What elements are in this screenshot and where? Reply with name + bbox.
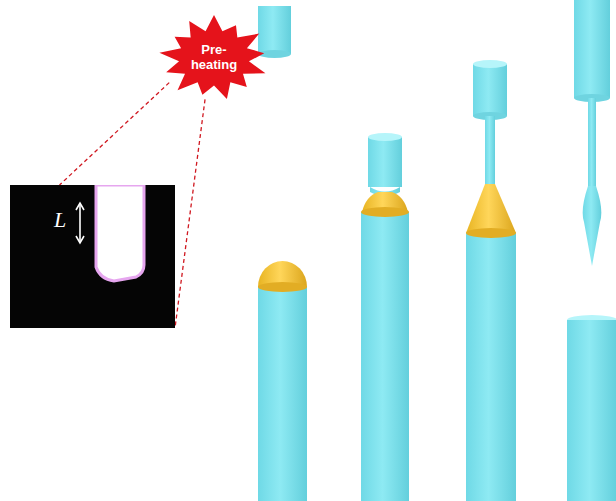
length-arrowheads <box>76 203 84 243</box>
upper-fiber <box>574 0 610 98</box>
fiber-top <box>368 133 402 141</box>
fiber-column-2 <box>361 133 409 501</box>
upper-fiber <box>473 64 507 116</box>
length-arrow <box>79 205 81 241</box>
bridge-base <box>361 207 409 217</box>
glowing-fiber <box>96 185 144 281</box>
length-symbol: L <box>54 207 66 232</box>
lower-fiber <box>361 212 409 501</box>
camera-inset: L <box>10 185 175 328</box>
sparks <box>120 187 139 192</box>
upper-fiber <box>368 137 402 187</box>
droplet-base <box>258 282 307 292</box>
lower-fiber <box>258 287 307 501</box>
starburst-fill <box>159 15 265 99</box>
photo-content <box>10 185 175 328</box>
drawn-fiber <box>588 98 596 188</box>
fiber-column-1 <box>258 6 307 501</box>
cone-base <box>466 228 516 238</box>
fiber-top <box>473 60 507 68</box>
fiber-column-3 <box>466 60 516 501</box>
upper-fiber <box>258 6 291 54</box>
molten-cone <box>466 184 516 233</box>
lower-fiber <box>567 320 616 501</box>
leader-line <box>175 99 205 328</box>
starburst-label: Pre- heating <box>158 14 270 102</box>
tapered-tip <box>583 186 602 266</box>
lower-fiber <box>466 233 516 501</box>
fiber-column-4 <box>567 0 616 501</box>
fiber-end <box>258 50 291 58</box>
leader-line <box>60 83 170 185</box>
drawn-fiber <box>485 116 495 186</box>
step-label: Pre- heating <box>184 43 244 73</box>
